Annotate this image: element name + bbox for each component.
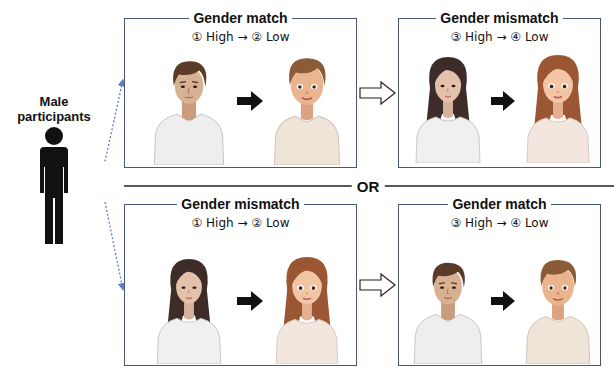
person-icon bbox=[34, 126, 74, 244]
order-text: ① High → ② Low bbox=[189, 216, 291, 231]
or-label: OR bbox=[352, 178, 385, 195]
transition-arrow bbox=[237, 91, 263, 111]
order-text: ③ High → ④ Low bbox=[448, 30, 550, 45]
participant-group: Male participants bbox=[4, 94, 104, 244]
male-avatar-high bbox=[414, 263, 481, 364]
transition-arrow bbox=[237, 291, 263, 311]
condition-title: Gender match bbox=[189, 10, 291, 27]
assignment-line bbox=[105, 202, 123, 290]
condition-panel: Gender mismatch③ High → ④ Low bbox=[398, 18, 601, 168]
condition-title: Gender match bbox=[448, 196, 550, 213]
male-avatar-low bbox=[274, 58, 339, 165]
female-avatar-low bbox=[527, 55, 589, 163]
group-label: Male participants bbox=[4, 94, 104, 124]
condition-title: Gender mismatch bbox=[436, 10, 562, 27]
condition-panel: Gender mismatch① High → ② Low bbox=[124, 204, 357, 366]
condition-title: Gender mismatch bbox=[177, 196, 303, 213]
sequence-arrow bbox=[360, 82, 395, 104]
person-body bbox=[40, 147, 68, 244]
sequence-arrow bbox=[360, 274, 395, 296]
assignment-line bbox=[105, 80, 123, 162]
female-avatar-low bbox=[276, 257, 337, 364]
person-head bbox=[45, 127, 63, 145]
order-text: ① High → ② Low bbox=[189, 30, 291, 45]
transition-arrow bbox=[491, 91, 515, 111]
condition-panel: Gender match③ High → ④ Low bbox=[398, 204, 601, 366]
order-text: ③ High → ④ Low bbox=[448, 216, 550, 231]
transition-arrow bbox=[491, 291, 515, 311]
condition-panel: Gender match① High → ② Low bbox=[124, 18, 357, 168]
female-avatar-high bbox=[416, 57, 480, 163]
male-avatar-low bbox=[526, 260, 589, 364]
female-avatar-high bbox=[157, 259, 220, 364]
male-avatar-high bbox=[154, 61, 223, 165]
